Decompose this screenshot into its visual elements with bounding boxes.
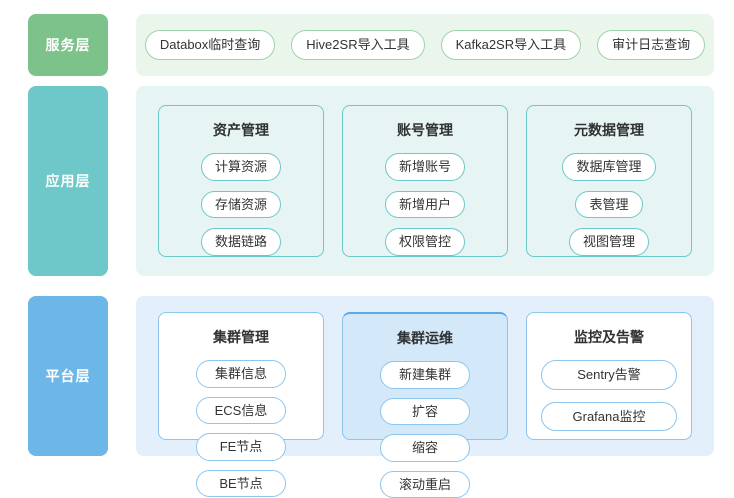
app-card-metadata-management: 元数据管理 数据库管理 表管理 视图管理 (526, 105, 692, 257)
architecture-diagram: 服务层 Databox临时查询 Hive2SR导入工具 Kafka2SR导入工具… (28, 14, 714, 498)
platform-item-cluster-info[interactable]: 集群信息 (196, 360, 286, 388)
platform-item-grafana-monitor[interactable]: Grafana监控 (541, 401, 677, 432)
application-layer-row: 应用层 资产管理 计算资源 存储资源 数据链路 账号管理 新增账号 新增用户 权… (28, 86, 714, 276)
platform-layer-label: 平台层 (28, 296, 108, 456)
service-item-audit-log[interactable]: 审计日志查询 (597, 30, 706, 60)
platform-card-cluster-management: 集群管理 集群信息 ECS信息 FE节点 BE节点 (158, 312, 324, 498)
platform-item-sentry-alert[interactable]: Sentry告警 (541, 360, 677, 390)
platform-card-monitoring-alerting: 监控及告警 Sentry告警 Grafana监控 (526, 312, 692, 440)
platform-item-fe-node[interactable]: FE节点 (196, 433, 286, 461)
app-item-table-management[interactable]: 表管理 (575, 190, 643, 219)
card-title: 监控及告警 (574, 329, 644, 345)
app-card-account-management: 账号管理 新增账号 新增用户 权限管控 (342, 105, 508, 257)
service-layer-row: 服务层 Databox临时查询 Hive2SR导入工具 Kafka2SR导入工具… (28, 14, 714, 76)
service-layer-label: 服务层 (28, 14, 108, 76)
app-item-add-account[interactable]: 新增账号 (384, 153, 465, 181)
application-layer-panel: 资产管理 计算资源 存储资源 数据链路 账号管理 新增账号 新增用户 权限管控 … (136, 86, 714, 276)
card-title: 资产管理 (213, 122, 269, 138)
platform-item-scale-out[interactable]: 扩容 (380, 397, 470, 426)
app-item-database-management[interactable]: 数据库管理 (562, 153, 656, 181)
pill-group: Sentry告警 Grafana监控 (527, 360, 691, 432)
app-item-permission-control[interactable]: 权限管控 (384, 228, 465, 256)
service-item-kafka2sr[interactable]: Kafka2SR导入工具 (440, 30, 582, 60)
app-item-compute-resource[interactable]: 计算资源 (200, 153, 281, 181)
service-item-hive2sr[interactable]: Hive2SR导入工具 (291, 30, 425, 60)
card-title: 账号管理 (397, 122, 453, 138)
service-layer-panel: Databox临时查询 Hive2SR导入工具 Kafka2SR导入工具 审计日… (136, 14, 714, 76)
app-card-asset-management: 资产管理 计算资源 存储资源 数据链路 (158, 105, 324, 257)
card-title: 元数据管理 (574, 122, 644, 138)
platform-card-cluster-ops: 集群运维 新建集群 扩容 缩容 滚动重启 (342, 312, 508, 498)
app-item-data-pipeline[interactable]: 数据链路 (200, 228, 281, 256)
pill-group: 新建集群 扩容 缩容 滚动重启 (343, 361, 507, 498)
app-item-storage-resource[interactable]: 存储资源 (200, 190, 281, 219)
card-title: 集群运维 (397, 330, 453, 346)
service-item-databox[interactable]: Databox临时查询 (144, 30, 276, 60)
app-item-view-management[interactable]: 视图管理 (568, 228, 649, 256)
platform-item-create-cluster[interactable]: 新建集群 (380, 361, 470, 389)
watermark: · · · · (350, 460, 384, 470)
application-layer-label: 应用层 (28, 86, 108, 276)
platform-layer-panel: 集群管理 集群信息 ECS信息 FE节点 BE节点 集群运维 新建集群 扩容 缩… (136, 296, 714, 498)
platform-item-be-node[interactable]: BE节点 (196, 469, 286, 498)
platform-item-ecs-info[interactable]: ECS信息 (196, 396, 286, 425)
platform-item-rolling-restart[interactable]: 滚动重启 (380, 470, 470, 498)
platform-item-scale-in[interactable]: 缩容 (380, 434, 470, 462)
card-title: 集群管理 (213, 329, 269, 345)
platform-layer-row: 平台层 集群管理 集群信息 ECS信息 FE节点 BE节点 集群运维 新建集群 … (28, 296, 714, 498)
app-item-add-user[interactable]: 新增用户 (384, 190, 465, 219)
